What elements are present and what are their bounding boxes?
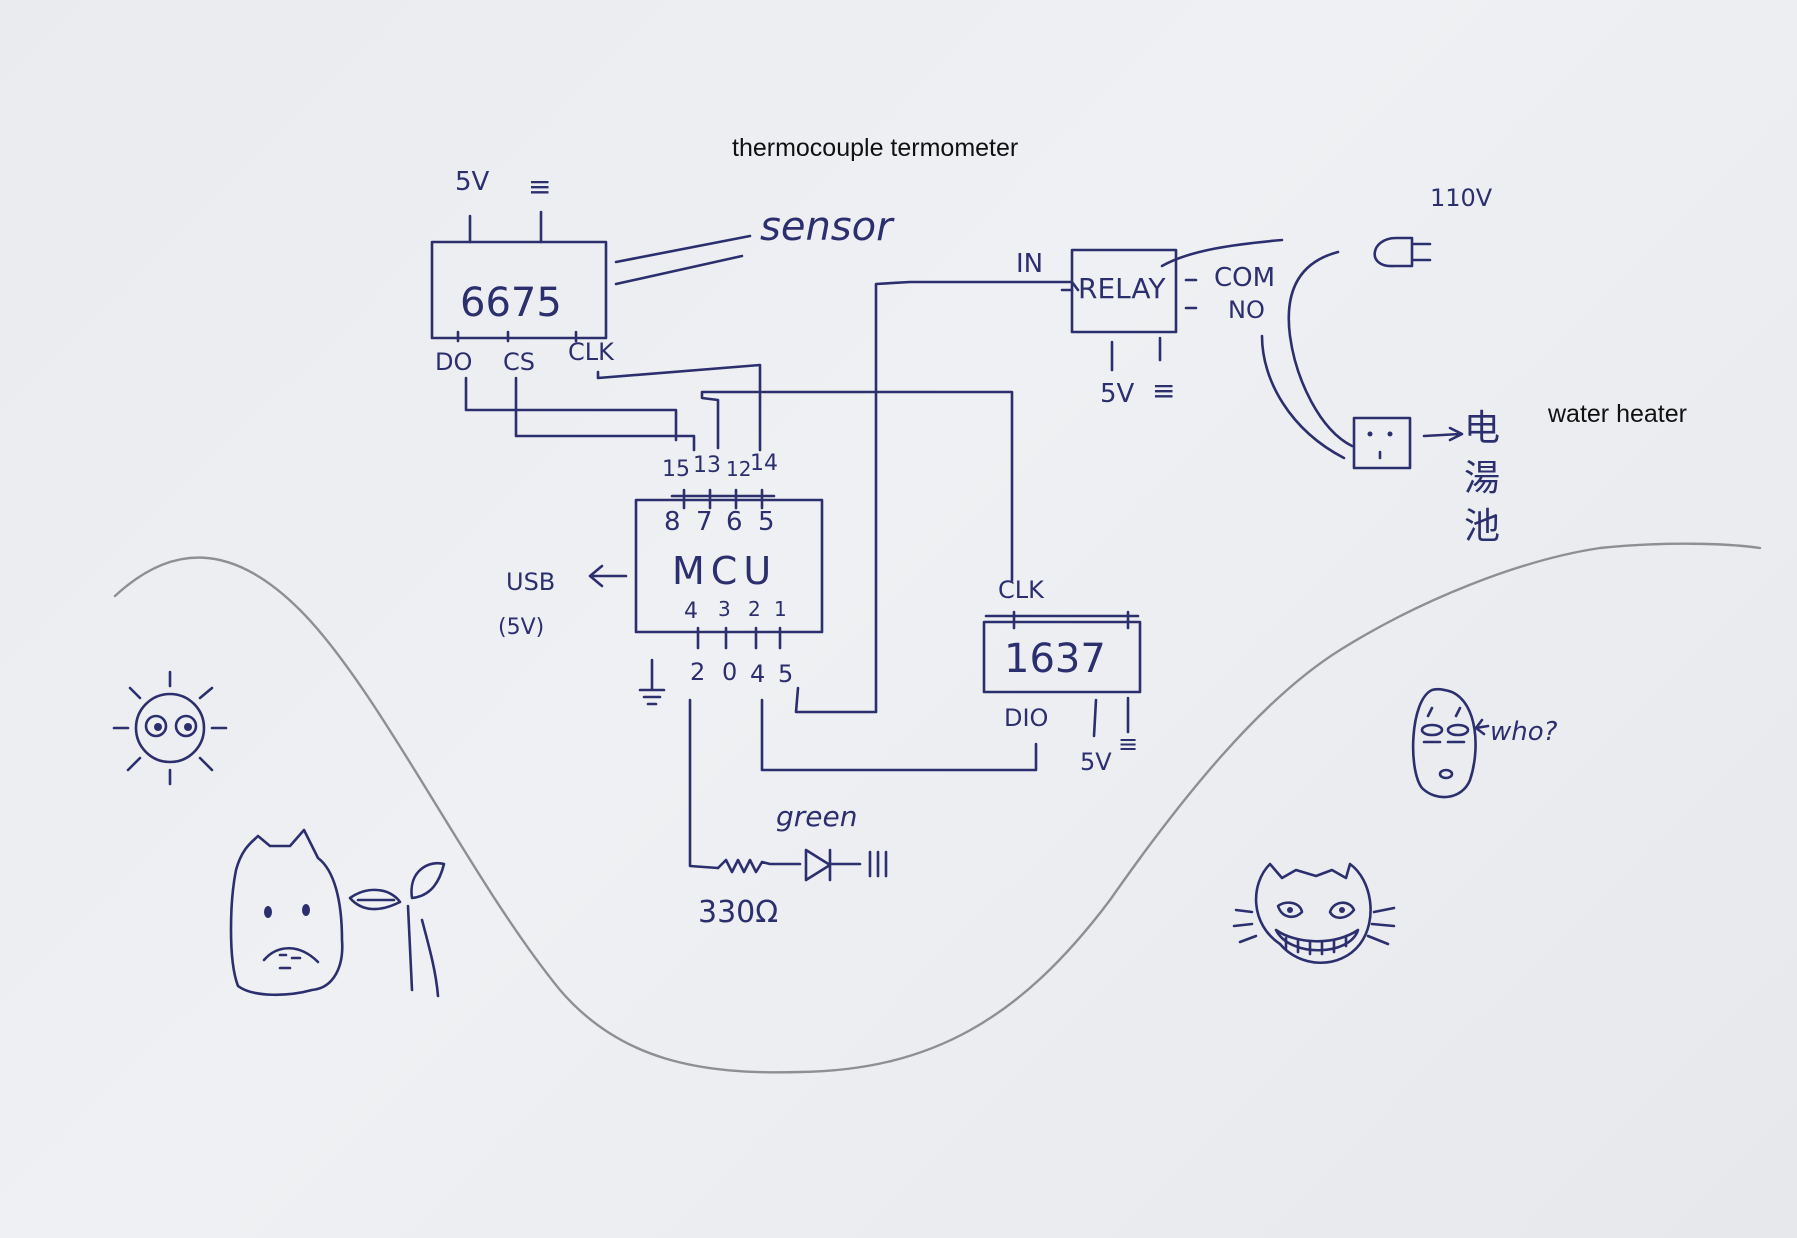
heater-char-1: 电 (1464, 408, 1500, 449)
max6675-power-label: 5V (455, 167, 490, 197)
max6675-module: 6675 5V ≡ sensor DO CS CLK (430, 167, 895, 376)
mcu-top-pin-7: 7 (696, 507, 713, 537)
max6675-chip-label: 6675 (460, 280, 562, 326)
relay-com-label: COM (1214, 263, 1275, 293)
outlet-icon (1352, 416, 1412, 470)
relay-label: RELAY (1078, 272, 1166, 305)
gpio-label-14: 14 (750, 451, 778, 476)
mcu-top-pin-8: 8 (664, 507, 681, 537)
usb-power-label: (5V) (498, 615, 544, 640)
sensor-label: sensor (760, 204, 895, 250)
mcu-label: MCU (672, 549, 777, 593)
pencil-wave-line (113, 542, 1762, 1074)
resistor-symbol (716, 858, 802, 874)
mains-wiring: 110V 电 湯 池 (1160, 184, 1500, 547)
catbus-doodle-icon (1232, 862, 1396, 964)
pin-label-cs: CS (503, 348, 535, 376)
relay-power-label: 5V (1100, 379, 1135, 409)
usb-label: USB (506, 568, 555, 596)
pin-label-do: DO (435, 348, 472, 376)
gpio-label-12: 12 (726, 457, 751, 481)
relay-no-label: NO (1228, 296, 1265, 324)
mcu-box (634, 498, 824, 634)
totoro-doodle-icon (229, 828, 446, 998)
mcu-bottom-pin-3: 3 (718, 597, 731, 621)
water-heater-label: water heater (1548, 400, 1687, 428)
led-diode-symbol (804, 848, 862, 882)
diagram-title: thermocouple termometer (732, 134, 1019, 162)
mcu-bottom-pin-2: 2 (748, 597, 761, 621)
gpio-label-5: 5 (778, 660, 793, 688)
heater-char-3: 池 (1464, 506, 1500, 547)
noface-doodle-icon: who? (1411, 687, 1558, 799)
tm1637-dio-label: DIO (1004, 704, 1048, 732)
gpio-label-13: 13 (693, 453, 721, 478)
mcu-top-pin-5: 5 (758, 507, 775, 537)
mcu-module: 8 7 6 5 MCU 4 3 2 1 2 0 4 5 USB (5V) (498, 488, 824, 706)
resistor-value-label: 330Ω (698, 895, 778, 930)
tm1637-module: CLK 1637 DIO 5V ≡ (982, 576, 1142, 776)
tm1637-power-label: 5V (1080, 748, 1112, 776)
tm1637-ground-symbol: ≡ (1118, 730, 1138, 758)
relay-module: RELAY IN COM NO 5V ≡ (1016, 248, 1275, 409)
heater-char-2: 湯 (1464, 458, 1500, 499)
relay-in-label: IN (1016, 249, 1043, 279)
led-ground (868, 850, 888, 878)
ground-symbol: ≡ (528, 170, 551, 203)
who-label: who? (1490, 717, 1558, 747)
tm1637-box (982, 620, 1142, 694)
gpio-label-0: 0 (722, 658, 737, 686)
sun-doodle-icon (112, 670, 228, 786)
wire-mcu-led (688, 698, 720, 870)
tm1637-chip-label: 1637 (1004, 636, 1106, 682)
relay-ground-symbol: ≡ (1152, 374, 1175, 407)
tm1637-clk-label: CLK (998, 576, 1045, 604)
pin-label-clk: CLK (568, 338, 615, 366)
gpio-label-15: 15 (662, 457, 690, 482)
wiring-6675-mcu: 15 13 12 14 (464, 363, 1014, 582)
led-color-label: green (776, 800, 857, 833)
wire-mcu-tm1637-dio (760, 698, 1038, 772)
mcu-top-pin-6: 6 (726, 507, 743, 537)
gpio-label-2: 2 (690, 658, 705, 686)
led-circuit: green 330Ω (698, 800, 888, 930)
max6675-box (430, 240, 608, 340)
gpio-label-4: 4 (750, 660, 765, 688)
plug-icon (1373, 236, 1432, 268)
mcu-bottom-pin-1: 1 (774, 597, 787, 621)
mcu-bottom-pin-4: 4 (684, 599, 698, 624)
mains-voltage-label: 110V (1430, 184, 1493, 212)
